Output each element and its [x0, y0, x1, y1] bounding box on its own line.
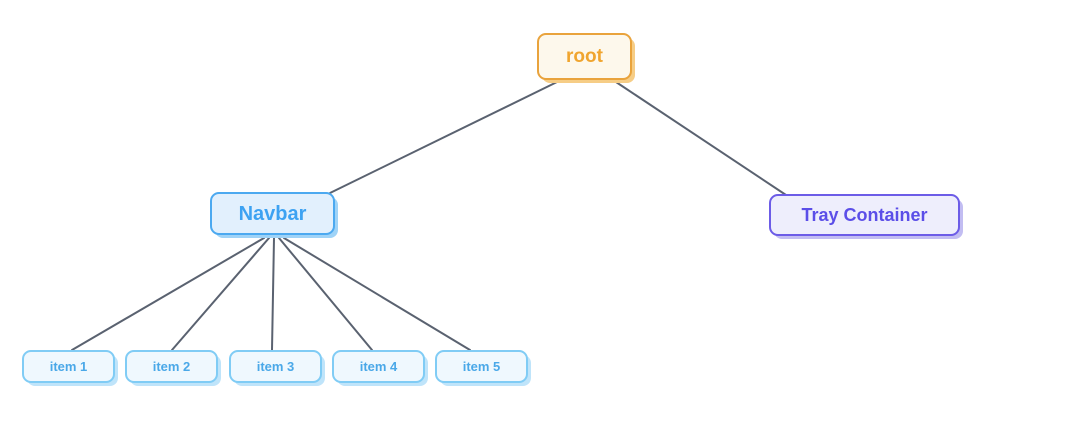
- node-item5[interactable]: item 5: [435, 350, 528, 383]
- node-item4[interactable]: item 4: [332, 350, 425, 383]
- edge-navbar-to-item2: [171, 237, 270, 351]
- edge-navbar-to-item1: [71, 237, 265, 351]
- node-navbar[interactable]: Navbar: [210, 192, 335, 235]
- edge-root-to-tray: [615, 81, 787, 196]
- node-item1-label: item 1: [49, 359, 88, 374]
- node-root[interactable]: root: [537, 33, 632, 80]
- node-item2-label: item 2: [152, 359, 191, 374]
- node-item5-label: item 5: [462, 359, 501, 374]
- edge-navbar-to-item3: [271, 237, 275, 351]
- node-item3-label: item 3: [256, 359, 295, 374]
- edge-root-to-navbar: [329, 81, 558, 194]
- node-item3[interactable]: item 3: [229, 350, 322, 383]
- node-item1[interactable]: item 1: [22, 350, 115, 383]
- edge-navbar-to-item5: [283, 237, 471, 351]
- node-navbar-label: Navbar: [238, 202, 307, 225]
- edge-navbar-to-item4: [278, 237, 373, 351]
- node-item2[interactable]: item 2: [125, 350, 218, 383]
- node-tray-label: Tray Container: [801, 205, 928, 225]
- node-item4-label: item 4: [359, 359, 398, 374]
- node-tray[interactable]: Tray Container: [769, 194, 960, 236]
- node-root-label: root: [566, 46, 603, 67]
